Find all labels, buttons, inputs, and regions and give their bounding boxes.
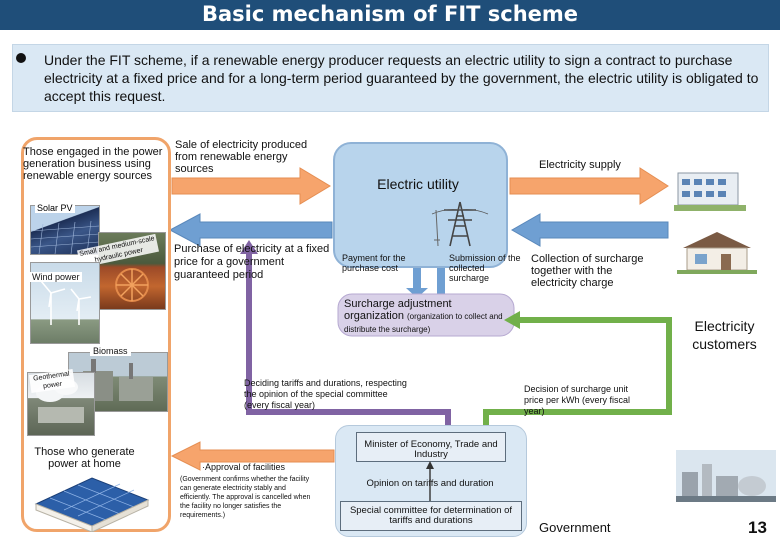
- biomass-label: Biomass: [90, 346, 131, 356]
- sale-label: Sale of electricity produced from renewa…: [175, 139, 308, 175]
- bullet-icon: [16, 53, 26, 63]
- payment-label: Payment for the purchase cost: [342, 253, 406, 273]
- approval-arrow: [170, 441, 335, 471]
- customers-label: Electricity customers: [692, 318, 757, 352]
- surcharge-org-detail: (organization to collect and distribute …: [344, 312, 503, 334]
- deciding-arrow: [246, 250, 451, 425]
- power-tower-icon: [431, 201, 489, 247]
- purchase-arrow: [168, 213, 333, 247]
- opinion-arrow: [426, 461, 434, 501]
- ministry-label: Minister of Economy, Trade and Industry: [364, 439, 498, 460]
- government-label: Government: [539, 520, 611, 535]
- electric-utility-box: [333, 142, 508, 268]
- approval-title: ·Approval of facilities: [202, 462, 286, 472]
- committee-label: Special committee for determination of t…: [349, 505, 513, 526]
- decision-unit-arrow: [483, 317, 672, 425]
- electric-utility-label: Electric utility: [377, 176, 459, 192]
- intro-text: Under the FIT scheme, if a renewable ene…: [44, 52, 759, 104]
- page-number: 13: [748, 518, 767, 537]
- committee-box: [340, 501, 522, 531]
- supply-arrow: [509, 167, 669, 205]
- intro-box: [12, 44, 769, 112]
- home-generation-title: Those who generate power at home: [34, 446, 135, 470]
- sale-arrow: [171, 167, 331, 205]
- factory-icon: [676, 450, 776, 502]
- payment-arrow: [406, 246, 428, 298]
- page-title: Basic mechanism of FIT scheme: [0, 0, 780, 30]
- ministry-box: [356, 432, 506, 462]
- decision-unit-label: Decision of surcharge unit price per kWh…: [524, 384, 631, 416]
- generators-title: Those engaged in the power generation bu…: [23, 146, 163, 182]
- deciding-label: Deciding tariffs and durations, respecti…: [244, 378, 407, 410]
- surcharge-org-label: Surcharge adjustment organization (organ…: [344, 298, 514, 336]
- building-icon: [674, 172, 746, 211]
- wind-power-label: Wind power: [30, 272, 82, 282]
- solar-pv-label: Solar PV: [35, 203, 75, 213]
- supply-label: Electricity supply: [539, 159, 621, 171]
- purchase-label: Purchase of electricity at a fixed price…: [174, 243, 330, 281]
- collection-label: Collection of surcharge together with th…: [531, 253, 644, 289]
- submission-arrow: [430, 248, 452, 298]
- solar-pv-photo: [30, 205, 100, 255]
- solar-house-icon: [34, 477, 150, 532]
- surcharge-org-main: Surcharge adjustment organization: [344, 298, 452, 322]
- collection-arrow: [510, 213, 669, 247]
- approval-detail: (Government confirms whether the facilit…: [180, 476, 311, 519]
- house-icon: [677, 232, 757, 274]
- submission-label: Submission of the collected surcharge: [449, 253, 521, 283]
